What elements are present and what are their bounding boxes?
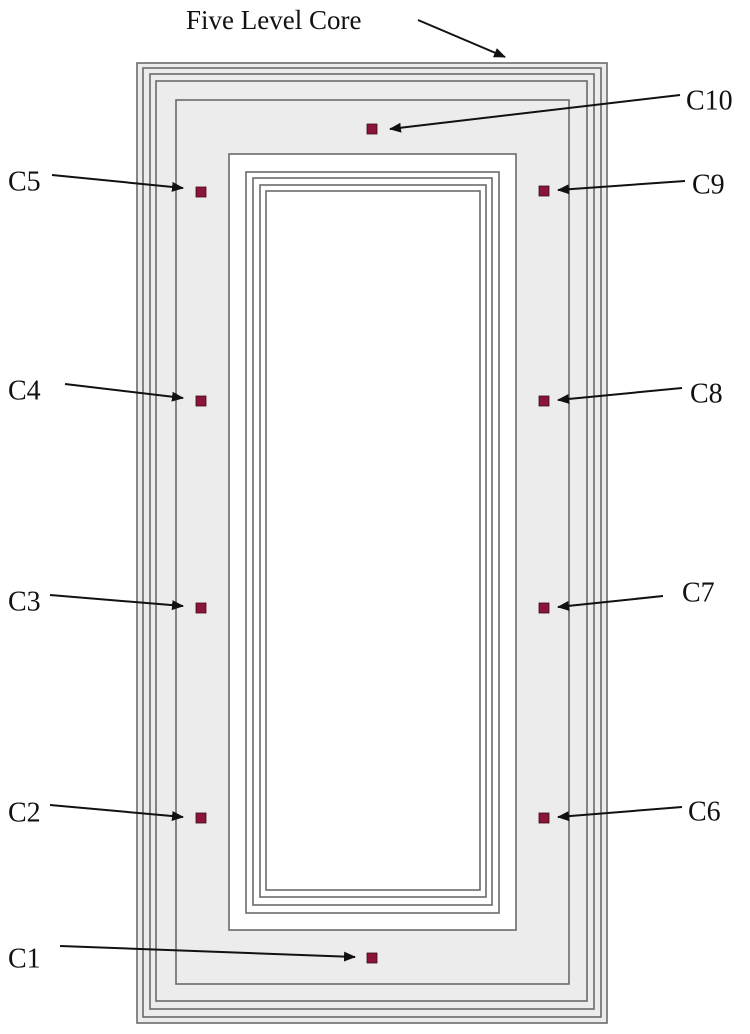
sensor-marker-c4	[195, 395, 207, 407]
sensor-marker-c10	[366, 123, 378, 135]
sensor-label-c2: C2	[8, 797, 41, 828]
sensor-arrow-c6	[557, 806, 683, 822]
sensor-label-c10: C10	[686, 85, 733, 116]
sensor-marker-c3	[195, 602, 207, 614]
lamination-outline-7	[245, 171, 500, 914]
sensor-marker-c7	[538, 602, 550, 614]
sensor-arrow-c5	[51, 174, 184, 192]
sensor-label-c6: C6	[688, 796, 721, 827]
sensor-arrow-c1	[59, 945, 356, 962]
sensor-marker-c5	[195, 186, 207, 198]
lamination-lines	[136, 62, 608, 1024]
label-arrows	[49, 94, 686, 962]
sensor-marker-c1	[366, 952, 378, 964]
sensor-arrow-c2	[49, 804, 184, 821]
lamination-outline-9	[259, 184, 487, 898]
lamination-outline-4	[155, 80, 588, 1002]
sensor-arrow-c10	[389, 94, 681, 133]
core-window	[229, 154, 516, 930]
sensor-label-c3: C3	[8, 586, 41, 617]
sensor-label-c5: C5	[8, 166, 41, 197]
lamination-outline-6	[228, 153, 517, 931]
lamination-outline-2	[142, 67, 602, 1018]
sensor-marker-c8	[538, 395, 550, 407]
sensor-arrow-c9	[557, 180, 686, 195]
sensor-label-c1: C1	[8, 943, 41, 974]
lamination-outline-8	[252, 177, 493, 906]
core-title: Five Level Core	[186, 5, 361, 35]
five-level-core	[137, 63, 607, 1023]
sensor-label-c7: C7	[682, 577, 715, 608]
sensor-marker-c9	[538, 185, 550, 197]
lamination-outline-1	[136, 62, 608, 1024]
sensor-arrow-c3	[49, 594, 184, 611]
sensor-marker-c2	[195, 812, 207, 824]
sensor-marker-c6	[538, 812, 550, 824]
sensor-label-c4: C4	[8, 375, 41, 406]
core-title-arrow	[417, 19, 506, 58]
sensor-arrow-c8	[557, 387, 683, 404]
lamination-outline-5	[175, 99, 570, 985]
sensor-markers	[195, 123, 550, 964]
sensor-arrow-c7	[557, 595, 664, 611]
sensor-label-c8: C8	[690, 378, 723, 409]
lamination-outline-3	[149, 73, 595, 1010]
lamination-outline-10	[265, 190, 481, 891]
sensor-arrow-c4	[64, 383, 184, 402]
sensor-label-c9: C9	[692, 169, 725, 200]
